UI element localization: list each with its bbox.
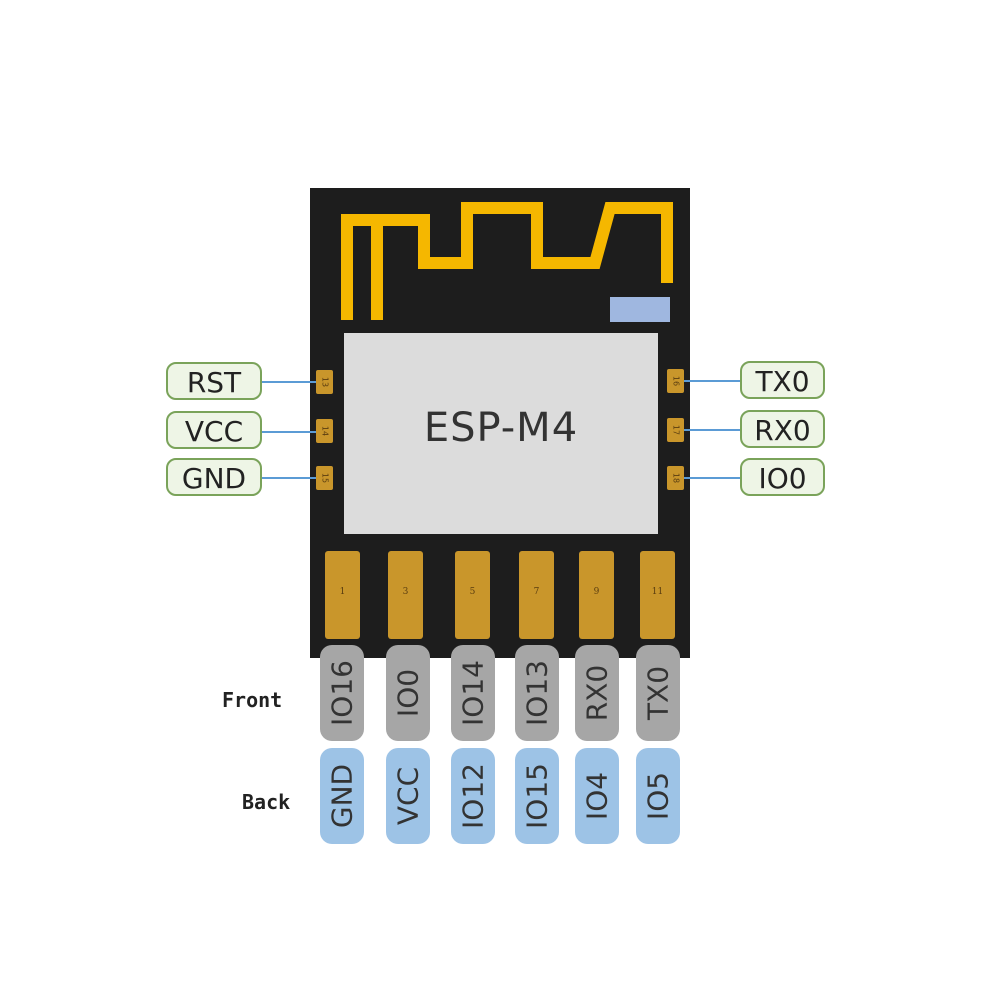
pin-label-vcc: VCC	[166, 411, 262, 449]
pad-number: 7	[533, 587, 540, 597]
connector-line	[262, 431, 316, 433]
front-pin-label: IO0	[391, 668, 425, 718]
pin-label-io0: IO0	[740, 458, 825, 496]
side-pad-right-3: 18	[667, 466, 684, 490]
pad-number: 1	[339, 587, 346, 597]
pin-label-rst: RST	[166, 362, 262, 400]
back-pin-label: IO12	[456, 763, 490, 829]
bottom-pad-3: 5	[455, 551, 490, 639]
back-pin-tab: IO4	[575, 748, 619, 844]
side-pad-left-3: 15	[316, 466, 333, 490]
front-pin-label: RX0	[580, 664, 614, 722]
side-pad-right-2: 17	[667, 418, 684, 442]
side-pad-left-1: 13	[316, 370, 333, 394]
back-pin-label: IO5	[641, 771, 675, 821]
front-pin-label: TX0	[641, 665, 675, 721]
side-pad-left-2: 14	[316, 419, 333, 443]
front-pin-tab: IO14	[451, 645, 495, 741]
back-pin-label: VCC	[391, 766, 425, 826]
front-pin-label: IO13	[520, 660, 554, 726]
module-name: ESP-M4	[423, 405, 579, 451]
connector-line	[262, 381, 316, 383]
back-pin-tab: IO15	[515, 748, 559, 844]
back-pin-label: IO4	[580, 771, 614, 821]
shield-can	[344, 333, 658, 534]
front-pin-label: IO16	[325, 660, 359, 726]
bottom-pad-1: 1	[325, 551, 360, 639]
pad-number: 5	[469, 587, 476, 597]
pin-label-gnd: GND	[166, 458, 262, 496]
back-pin-tab: VCC	[386, 748, 430, 844]
front-pin-tab: IO13	[515, 645, 559, 741]
back-pin-label: GND	[325, 763, 359, 829]
front-pin-tab: TX0	[636, 645, 680, 741]
back-pin-tab: GND	[320, 748, 364, 844]
front-pin-tab: IO0	[386, 645, 430, 741]
back-pin-label: IO15	[520, 763, 554, 829]
bottom-pad-5: 9	[579, 551, 614, 639]
pad-number: 13	[320, 376, 330, 388]
pad-number: 15	[320, 472, 330, 484]
bottom-pad-4: 7	[519, 551, 554, 639]
status-led	[610, 297, 670, 322]
connector-line	[684, 429, 740, 431]
pad-number: 9	[593, 587, 600, 597]
pad-number: 11	[651, 587, 664, 597]
back-pin-tab: IO5	[636, 748, 680, 844]
pad-number: 3	[402, 587, 409, 597]
front-row-label: Front	[222, 688, 283, 712]
connector-line	[262, 477, 316, 479]
front-pin-tab: RX0	[575, 645, 619, 741]
bottom-pad-2: 3	[388, 551, 423, 639]
pin-label-rx0: RX0	[740, 410, 825, 448]
pad-number: 14	[320, 425, 330, 437]
back-pin-tab: IO12	[451, 748, 495, 844]
pin-label-tx0: TX0	[740, 361, 825, 399]
connector-line	[684, 380, 740, 382]
back-row-label: Back	[242, 790, 291, 814]
side-pad-right-1: 16	[667, 369, 684, 393]
connector-line	[684, 477, 740, 479]
front-pin-tab: IO16	[320, 645, 364, 741]
front-pin-label: IO14	[456, 660, 490, 726]
pcb-antenna-trace	[341, 202, 673, 320]
bottom-pad-6: 11	[640, 551, 675, 639]
